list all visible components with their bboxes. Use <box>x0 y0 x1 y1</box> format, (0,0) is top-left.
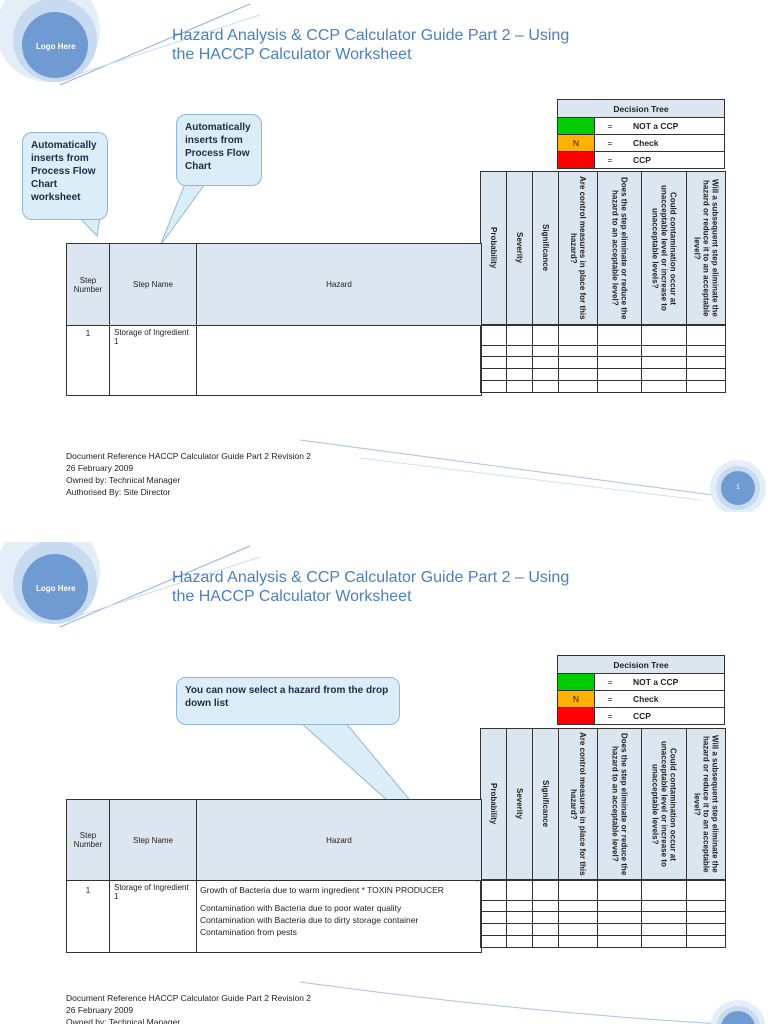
decision-tree: Decision Tree = NOT a CCP N = Check = CC… <box>557 99 725 169</box>
header-probability: Probability <box>489 783 498 825</box>
rating-grid <box>480 325 726 393</box>
header-significance: Significance <box>541 224 550 272</box>
hazard-option[interactable]: Contamination with Bacteria due to dirty… <box>200 915 419 925</box>
header-severity: Severity <box>515 232 524 264</box>
slide-decoration <box>0 542 766 1024</box>
swatch-amber: N <box>557 134 595 152</box>
header-hazard: Hazard <box>196 243 482 326</box>
header-severity: Severity <box>515 788 524 820</box>
rating-grid <box>480 880 726 948</box>
decision-label-ccp: CCP <box>625 151 725 169</box>
hazard-cell[interactable] <box>196 325 482 396</box>
header-q4: Will a subsequent step eliminate the haz… <box>692 179 720 317</box>
decision-label-not-ccp: NOT a CCP <box>625 117 725 135</box>
callout-select-hazard: You can now select a hazard from the dro… <box>176 677 400 725</box>
step-name-cell: Storage of Ingredient 1 <box>109 325 197 396</box>
decision-tree-title: Decision Tree <box>557 99 725 118</box>
swatch-green <box>557 673 595 691</box>
header-q1: Are control measures in place for this h… <box>569 732 587 876</box>
logo: Logo Here <box>36 42 76 51</box>
header-step-number: Step Number <box>66 799 110 881</box>
callout-process-flow: Automatically inserts from Process Flow … <box>176 114 262 186</box>
slide-title: Hazard Analysis & CCP Calculator Guide P… <box>172 27 570 63</box>
header-q4: Will a subsequent step eliminate the haz… <box>692 735 720 873</box>
header-q2: Does the step eliminate or reduce the ha… <box>610 176 629 320</box>
decision-tree: Decision Tree = NOT a CCP N = Check = CC… <box>557 655 725 725</box>
header-q3: Could contamination occur at unacceptabl… <box>650 185 678 311</box>
swatch-red <box>557 151 595 169</box>
hazard-option[interactable]: Contamination from pests <box>200 927 297 937</box>
callout-process-flow-worksheet: Automatically inserts from Process Flow … <box>22 132 108 220</box>
header-probability: Probability <box>489 227 498 269</box>
decision-label-check: Check <box>625 690 725 708</box>
swatch-red <box>557 707 595 725</box>
decision-label-ccp: CCP <box>625 707 725 725</box>
header-q1: Are control measures in place for this h… <box>569 176 587 320</box>
question-header: Probability Severity Significance Are co… <box>480 728 726 880</box>
hazard-table: Step Number Step Name Hazard 1 Storage o… <box>66 799 482 953</box>
hazard-dropdown-cell[interactable] <box>196 880 482 953</box>
swatch-amber: N <box>557 690 595 708</box>
footer: Document Reference HACCP Calculator Guid… <box>66 451 312 497</box>
step-number-cell: 1 <box>66 325 110 396</box>
page-number: 1 <box>736 484 740 491</box>
header-hazard: Hazard <box>196 799 482 881</box>
header-step-name: Step Name <box>109 243 197 326</box>
slide-title: Hazard Analysis & CCP Calculator Guide P… <box>172 569 570 605</box>
decision-tree-title: Decision Tree <box>557 655 725 674</box>
decision-label-not-ccp: NOT a CCP <box>625 673 725 691</box>
footer: Document Reference HACCP Calculator Guid… <box>66 993 312 1024</box>
step-number-cell: 1 <box>66 880 110 953</box>
swatch-green <box>557 117 595 135</box>
header-step-number: Step Number <box>66 243 110 326</box>
hazard-option-selected[interactable]: Growth of Bacteria due to warm ingredien… <box>200 885 444 895</box>
slide-2: Logo Here Hazard Analysis & CCP Calculat… <box>0 542 768 1024</box>
logo: Logo Here <box>36 584 76 593</box>
hazard-table: Step Number Step Name Hazard 1 Storage o… <box>66 243 482 396</box>
decision-label-check: Check <box>625 134 725 152</box>
slide-decoration <box>0 0 766 512</box>
header-q2: Does the step eliminate or reduce the ha… <box>610 732 629 876</box>
question-header: Probability Severity Significance Are co… <box>480 171 726 325</box>
step-name-cell: Storage of Ingredient 1 <box>109 880 197 953</box>
header-q3: Could contamination occur at unacceptabl… <box>650 741 678 867</box>
header-step-name: Step Name <box>109 799 197 881</box>
header-significance: Significance <box>541 780 550 828</box>
slide-1: Logo Here Hazard Analysis & CCP Calculat… <box>0 0 766 512</box>
hazard-option[interactable]: Contamination with Bacteria due to poor … <box>200 903 402 913</box>
